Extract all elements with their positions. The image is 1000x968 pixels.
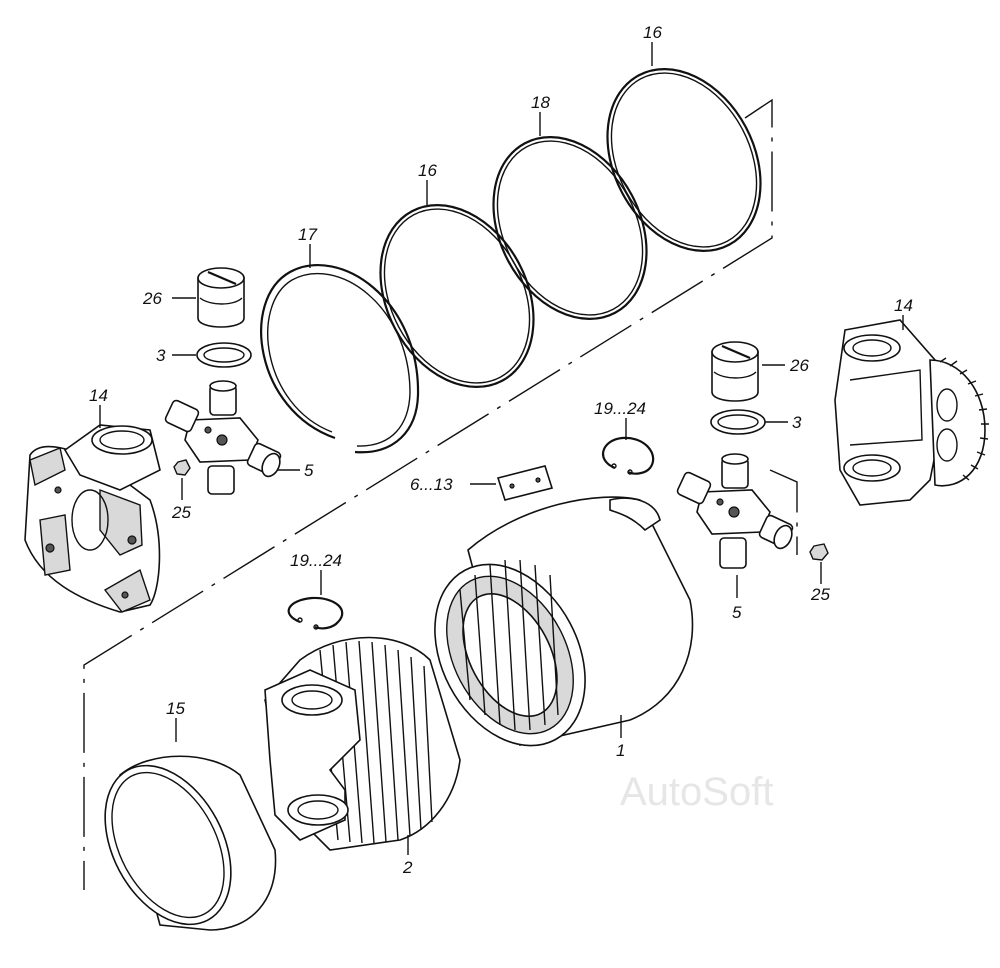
leader-lines (99, 42, 904, 855)
callout-19-24-upper: 19...24 (594, 399, 646, 418)
flange-yoke-14-left (24, 424, 161, 613)
callout-6-13: 6...13 (410, 475, 453, 494)
grease-fitting-25-left (173, 459, 191, 476)
bearing-cap-26-right (711, 341, 759, 402)
callout-5-right: 5 (732, 603, 742, 622)
ring-18 (492, 135, 648, 321)
callout-25-left: 25 (171, 503, 191, 522)
seal-ring-3-right (710, 409, 766, 435)
callout-14-left: 14 (89, 386, 108, 405)
callout-14-right: 14 (894, 296, 913, 315)
circlip-19-24-lower (287, 596, 344, 630)
watermark: AutoSoft (620, 770, 773, 814)
assembly-bracket-lines (83, 98, 798, 890)
dust-cover-15 (104, 755, 277, 931)
bearing-cap-26-left (197, 267, 245, 328)
circlip-19-24-upper (602, 436, 655, 475)
callout-26-right: 26 (789, 356, 809, 375)
shim-plate-6-13 (496, 465, 554, 501)
callout-16-middle: 16 (418, 161, 437, 180)
callout-25-right: 25 (810, 585, 830, 604)
splined-yoke-2 (264, 636, 461, 851)
callout-5-left: 5 (304, 461, 314, 480)
universal-joint-cross-5-right (676, 453, 794, 569)
callout-2: 2 (402, 858, 413, 877)
callout-16-top: 16 (643, 23, 662, 42)
seal-ring-3-left (196, 342, 252, 368)
callout-1: 1 (616, 741, 625, 760)
flange-yoke-14-right (834, 319, 989, 506)
callout-19-24-lower: 19...24 (290, 551, 342, 570)
callout-17: 17 (298, 225, 317, 244)
callout-18: 18 (531, 93, 550, 112)
outer-sleeve-1 (434, 496, 694, 747)
callout-3-left: 3 (156, 346, 166, 365)
snap-ring-17 (260, 264, 420, 454)
grease-fitting-25-right (809, 543, 829, 561)
callout-15: 15 (166, 699, 185, 718)
callout-3-right: 3 (792, 413, 802, 432)
callout-26-left: 26 (142, 289, 162, 308)
universal-joint-cross-5-left (164, 380, 282, 495)
callout-labels: 16 18 16 17 26 3 14 25 5 19...24 6...13 … (89, 23, 913, 877)
ring-16-top (606, 67, 762, 253)
